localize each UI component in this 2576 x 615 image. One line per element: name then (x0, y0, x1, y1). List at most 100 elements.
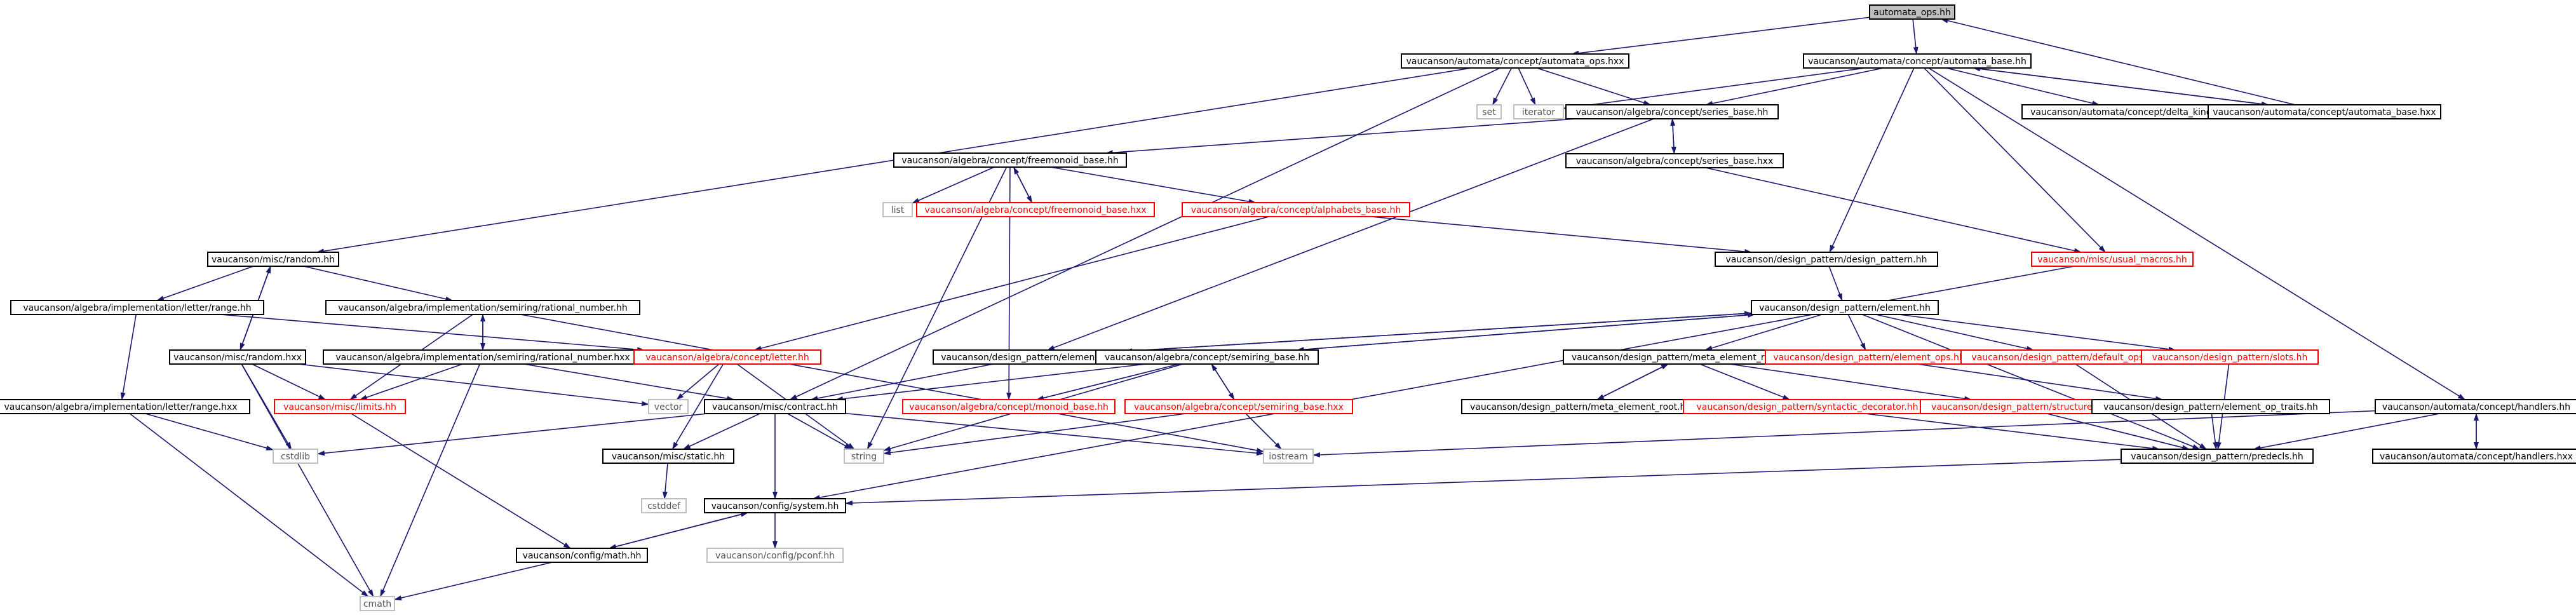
graph-node[interactable]: vaucanson/algebra/concept/semiring_base.… (1124, 399, 1353, 414)
graph-edge (1105, 118, 1577, 156)
graph-node-box (2091, 399, 2330, 414)
graph-node-box (641, 498, 687, 513)
graph-node-box (169, 349, 306, 365)
graph-edge (120, 314, 137, 400)
graph-node-box (0, 399, 250, 414)
graph-node[interactable]: vaucanson/design_pattern/design_pattern.… (1715, 252, 1938, 267)
graph-node[interactable]: vaucanson/algebra/implementation/letter/… (0, 399, 250, 414)
graph-node[interactable]: vaucanson/algebra/concept/letter.hh (633, 349, 821, 365)
graph-node-label: vaucanson/automata/concept/automata_ops.… (1406, 57, 1624, 67)
graph-node[interactable]: vaucanson/design_pattern/meta_element_ro… (1563, 349, 1802, 365)
graph-node-label: vaucanson/misc/contract.hh (712, 402, 838, 412)
graph-edge (1046, 118, 1654, 351)
graph-node[interactable]: set (1476, 104, 1502, 119)
graph-node[interactable]: vaucanson/design_pattern/syntactic_decor… (1683, 399, 1932, 414)
graph-node[interactable]: cstddef (641, 498, 687, 513)
graph-node[interactable]: vaucanson/algebra/concept/monoid_base.hh (902, 399, 1116, 414)
graph-edge (1899, 314, 2176, 352)
graph-node[interactable]: vaucanson/algebra/concept/series_base.hh (1565, 104, 1779, 119)
graph-node[interactable]: iterator (1513, 104, 1564, 119)
graph-node[interactable]: vaucanson/design_pattern/meta_element_ro… (1461, 399, 1705, 414)
graph-node-label: vaucanson/design_pattern/syntactic_decor… (1696, 402, 1918, 412)
graph-node[interactable]: vaucanson/misc/limits.hh (274, 399, 406, 414)
graph-edge (789, 67, 1500, 400)
graph-node[interactable]: vaucanson/misc/static.hh (602, 449, 734, 464)
graph-node[interactable]: cmath (360, 596, 395, 611)
graph-node[interactable]: vaucanson/misc/contract.hh (704, 399, 846, 414)
graph-node[interactable]: vaucanson/automata/concept/automata_base… (1803, 53, 2032, 69)
graph-node[interactable]: list (882, 202, 913, 217)
graph-node-box (1263, 449, 1314, 464)
graph-node[interactable]: automata_ops.hh (1869, 4, 1955, 20)
graph-node-label: vaucanson/design_pattern/element.hxx (941, 353, 1117, 363)
graph-node[interactable]: vaucanson/design_pattern/element_op_trai… (2091, 399, 2330, 414)
graph-node[interactable]: vaucanson/automata/concept/delta_kind.hh (2021, 104, 2235, 119)
graph-node[interactable]: vaucanson/algebra/implementation/semirin… (323, 349, 643, 365)
graph-edge (787, 413, 853, 450)
graph-node-label: vaucanson/design_pattern/structure.hh (1931, 402, 2107, 412)
graph-node[interactable]: vaucanson/misc/random.hh (207, 252, 339, 267)
graph-edge (1563, 67, 1866, 111)
graph-node-label: cstdlib (281, 452, 310, 462)
graph-node[interactable]: vaucanson/algebra/implementation/letter/… (10, 300, 264, 315)
graph-node-box (207, 252, 339, 267)
graph-node[interactable]: vaucanson/automata/concept/handlers.hh (2375, 399, 2576, 414)
graph-node-box (882, 202, 913, 217)
graph-node[interactable]: vaucanson/automata/concept/automata_base… (2208, 104, 2441, 119)
graph-node[interactable]: vaucanson/algebra/implementation/semirin… (325, 300, 640, 315)
graph-node[interactable]: vaucanson/design_pattern/predecls.hh (2121, 449, 2314, 464)
graph-node[interactable]: vaucanson/automata/concept/automata_ops.… (1401, 53, 1629, 69)
graph-edge (1917, 363, 2164, 402)
graph-edge (912, 166, 995, 204)
graph-edge (609, 511, 749, 549)
graph-node-box (516, 548, 648, 563)
graph-node[interactable]: vector (648, 399, 689, 414)
graph-node[interactable]: iostream (1263, 449, 1314, 464)
graph-node[interactable]: vaucanson/misc/random.hxx (169, 349, 306, 365)
graph-node[interactable]: vaucanson/algebra/concept/series_base.hx… (1565, 153, 1784, 168)
graph-node[interactable]: cstdlib (273, 449, 318, 464)
edge-layer (120, 17, 2479, 600)
graph-node[interactable]: vaucanson/algebra/concept/freemonoid_bas… (916, 202, 1155, 217)
graph-node-label: vaucanson/algebra/concept/series_base.hh (1576, 107, 1769, 118)
graph-edge (1596, 363, 1669, 400)
graph-node[interactable]: vaucanson/design_pattern/element_ops.hh (1765, 349, 1973, 365)
graph-edge (1312, 410, 2376, 457)
graph-node[interactable]: vaucanson/design_pattern/slots.hh (2141, 349, 2319, 365)
graph-node[interactable]: vaucanson/design_pattern/element.hxx (933, 349, 1126, 365)
graph-edge (662, 463, 668, 499)
graph-edge (1211, 363, 1235, 400)
graph-node[interactable]: vaucanson/algebra/concept/alphabets_base… (1182, 202, 1410, 217)
graph-node[interactable]: string (844, 449, 884, 464)
graph-node[interactable]: vaucanson/config/math.hh (516, 548, 648, 563)
graph-node-label: vaucanson/algebra/implementation/semirin… (338, 303, 628, 313)
graph-node-box (706, 548, 844, 563)
graph-edge (1946, 67, 2100, 106)
graph-node-label: vaucanson/design_pattern/meta_element_ro… (1572, 353, 1793, 363)
graph-node-label: iterator (1522, 107, 1555, 118)
graph-node-box (1565, 153, 1784, 168)
graph-node[interactable]: vaucanson/algebra/concept/freemonoid_bas… (893, 152, 1127, 168)
graph-edge (1245, 413, 1282, 450)
graph-node-label: vaucanson/algebra/concept/freemonoid_bas… (924, 205, 1146, 215)
graph-node-label: vaucanson/algebra/concept/monoid_base.hh (909, 402, 1109, 412)
graph-node[interactable]: vaucanson/design_pattern/default_ops.hh (1960, 349, 2169, 365)
graph-node-label: vector (654, 402, 683, 412)
graph-node[interactable]: vaucanson/automata/concept/handlers.hxx (2372, 449, 2576, 464)
graph-node[interactable]: vaucanson/misc/usual_macros.hh (2031, 252, 2194, 267)
graph-node-box (274, 399, 406, 414)
graph-edge (676, 363, 720, 400)
graph-node[interactable]: vaucanson/design_pattern/structure.hh (1920, 399, 2118, 414)
graph-node-box (1401, 53, 1629, 69)
graph-node[interactable]: vaucanson/config/system.hh (704, 498, 846, 513)
graph-node-box (1095, 349, 1319, 365)
graph-node[interactable]: vaucanson/design_pattern/element.hh (1751, 300, 1939, 315)
graph-node-box (1513, 104, 1564, 119)
graph-node[interactable]: vaucanson/config/pconf.hh (706, 548, 844, 563)
graph-node[interactable]: vaucanson/algebra/concept/semiring_base.… (1095, 349, 1319, 365)
graph-node-label: vaucanson/design_pattern/predecls.hh (2131, 452, 2303, 462)
graph-node-label: string (851, 452, 877, 462)
graph-edge (1705, 167, 2082, 253)
graph-node-box (893, 152, 1127, 168)
